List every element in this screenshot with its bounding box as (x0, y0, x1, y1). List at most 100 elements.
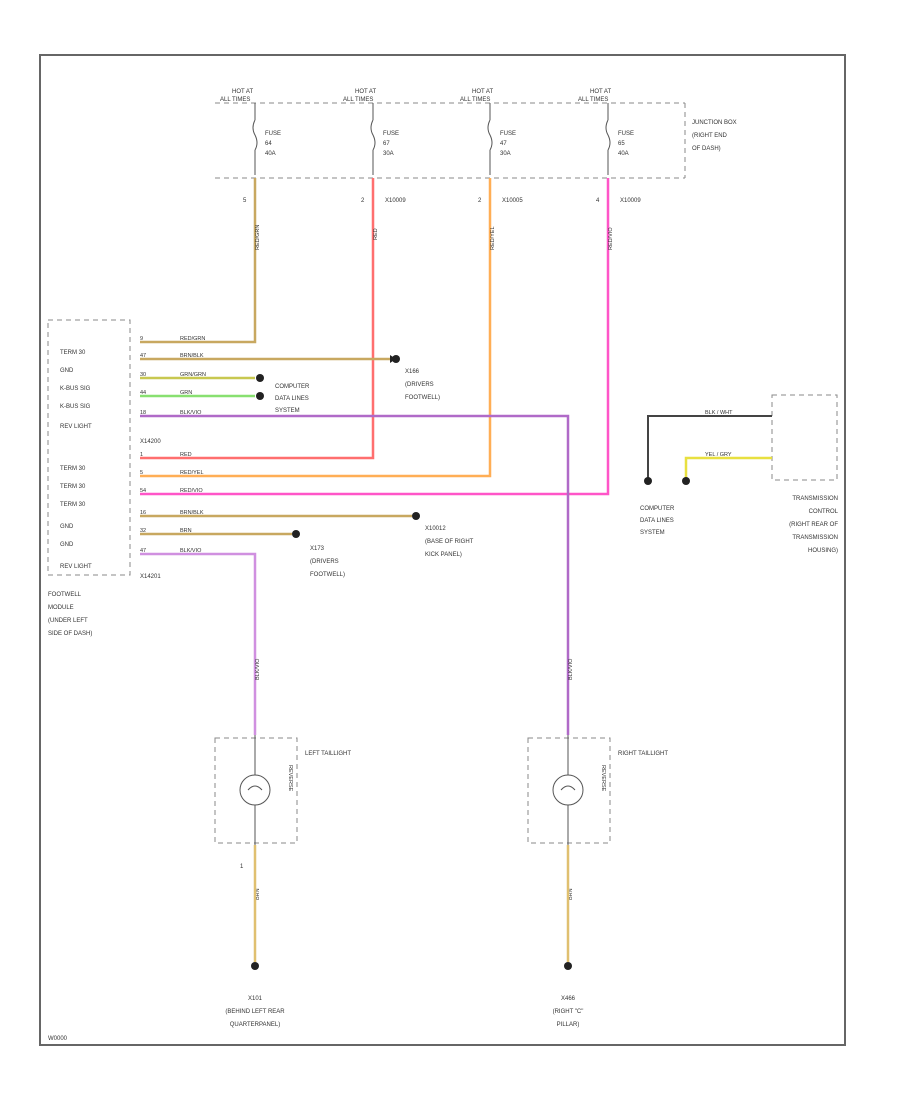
wire-blk-vio-rev-right (140, 414, 570, 735)
fuse-1-name: FUSE (265, 131, 281, 137)
svg-text:OF DASH): OF DASH) (692, 146, 721, 152)
ground-dot-x10012 (412, 512, 420, 520)
svg-text:RIGHT TAILLIGHT: RIGHT TAILLIGHT (618, 751, 668, 757)
wire-blk-vio-rev-left (140, 552, 257, 735)
cdl-dot-1 (256, 374, 264, 382)
svg-text:GND: GND (60, 524, 74, 530)
svg-text:TERM 30: TERM 30 (60, 484, 86, 490)
svg-text:BLK/VIO: BLK/VIO (180, 410, 202, 416)
svg-text:32: 32 (140, 528, 146, 534)
ground-right-dot (564, 962, 572, 970)
fuse-1: HOT AT ALL TIMES FUSE 64 40A 5 (220, 89, 281, 204)
fuse-1-num: 64 (265, 141, 272, 147)
svg-text:RED/VIO: RED/VIO (608, 227, 614, 250)
fuse-3-conn: X10005 (502, 198, 523, 204)
fuse-4-pin: 4 (596, 198, 600, 204)
ground-right-label: X466 (RIGHT "C" PILLAR) (553, 996, 584, 1028)
diagram-frame (39, 54, 846, 1046)
svg-text:(DRIVERS: (DRIVERS (310, 559, 339, 565)
computer-data-lines-label: COMPUTER DATA LINES SYSTEM (275, 384, 310, 414)
svg-text:RED/YEL: RED/YEL (180, 470, 204, 476)
fuse-4-conn: X10009 (620, 198, 641, 204)
svg-text:TRANSMISSION: TRANSMISSION (792, 535, 838, 541)
svg-text:REV LIGHT: REV LIGHT (60, 424, 92, 430)
wire-red-grn-feed (140, 178, 257, 344)
svg-text:X101: X101 (248, 996, 263, 1002)
svg-text:RED/VIO: RED/VIO (180, 488, 203, 494)
fuse-2-conn: X10009 (385, 198, 406, 204)
fuse-3-num: 47 (500, 141, 507, 147)
svg-text:SYSTEM: SYSTEM (640, 530, 665, 536)
fuse-4-amps: 40A (618, 151, 629, 157)
svg-text:TRANSMISSION: TRANSMISSION (792, 496, 838, 502)
svg-text:X166: X166 (405, 369, 420, 375)
lower-wire-labels: BLK/VIO BLK/VIO BRN BRN (255, 658, 574, 900)
svg-text:BRN: BRN (180, 528, 192, 534)
svg-text:RED: RED (180, 452, 192, 458)
right-bulb-icon (552, 774, 584, 806)
svg-text:GRN/GRN: GRN/GRN (180, 372, 206, 378)
svg-text:BRN/BLK: BRN/BLK (180, 353, 204, 359)
svg-text:GRN: GRN (180, 390, 192, 396)
wire-red-yel-feed (140, 178, 492, 478)
svg-text:KICK PANEL): KICK PANEL) (425, 552, 462, 558)
fuse-3-hot: HOT AT (472, 89, 493, 95)
svg-text:JUNCTION BOX: JUNCTION BOX (692, 120, 737, 126)
ground-left-dot (251, 962, 259, 970)
svg-text:BLK/VIO: BLK/VIO (180, 548, 202, 554)
ground-x166-label: X166 (DRIVERS FOOTWELL) (405, 369, 440, 401)
ground-dot-x173 (292, 530, 300, 538)
svg-text:FOOTWELL): FOOTWELL) (405, 395, 440, 401)
svg-text:30: 30 (140, 372, 146, 378)
svg-text:18: 18 (140, 410, 146, 416)
svg-text:X10012: X10012 (425, 526, 446, 532)
svg-text:BLK/VIO: BLK/VIO (568, 658, 574, 680)
fuse-4-name: FUSE (618, 131, 634, 137)
fuse-1-pin: 5 (243, 198, 247, 204)
svg-text:TERM 30: TERM 30 (60, 502, 86, 508)
svg-text:BLK/VIO: BLK/VIO (255, 658, 261, 680)
svg-text:K-BUS SIG: K-BUS SIG (60, 386, 91, 392)
svg-text:DATA LINES: DATA LINES (640, 518, 674, 524)
fuse-3-pin: 2 (478, 198, 482, 204)
fuse-4-num: 65 (618, 141, 625, 147)
svg-text:44: 44 (140, 390, 146, 396)
svg-text:RED/YEL: RED/YEL (490, 226, 496, 250)
svg-text:(RIGHT "C": (RIGHT "C" (553, 1009, 584, 1015)
fuse-1-amps: 40A (265, 151, 276, 157)
fuse-4-hot2: ALL TIMES (578, 97, 608, 103)
svg-text:X14201: X14201 (140, 574, 161, 580)
left-taillight: LEFT TAILLIGHT REVERSE 1 (214, 735, 351, 870)
svg-text:1: 1 (140, 452, 143, 458)
svg-text:LEFT TAILLIGHT: LEFT TAILLIGHT (305, 751, 351, 757)
svg-text:MODULE: MODULE (48, 605, 74, 611)
fuse-2-hot2: ALL TIMES (343, 97, 373, 103)
fuse-1-hot: HOT AT (232, 89, 253, 95)
fuse-4: HOT AT ALL TIMES FUSE 65 40A 4 X10009 (578, 89, 641, 204)
fuse-1-hot2: ALL TIMES (220, 97, 250, 103)
svg-text:(BEHIND LEFT REAR: (BEHIND LEFT REAR (225, 1009, 285, 1015)
transmission-control: BLK / WHT YEL / GRY COMPUTER DATA LINES … (640, 394, 839, 554)
wire-red-feed (140, 178, 375, 460)
fuse-2-num: 67 (383, 141, 390, 147)
svg-text:RED/GRN: RED/GRN (255, 225, 261, 250)
svg-text:YEL / GRY: YEL / GRY (705, 452, 732, 458)
wire-red-vio-feed (140, 178, 610, 496)
fuse-3-hot2: ALL TIMES (460, 97, 490, 103)
svg-text:BRN: BRN (568, 888, 574, 900)
svg-text:RED: RED (373, 228, 379, 240)
svg-text:FOOTWELL): FOOTWELL) (310, 572, 345, 578)
svg-text:(UNDER LEFT: (UNDER LEFT (48, 618, 88, 624)
fuse-3: HOT AT ALL TIMES FUSE 47 30A 2 X10005 (460, 89, 523, 204)
svg-text:QUARTERPANEL): QUARTERPANEL) (230, 1022, 280, 1028)
svg-text:16: 16 (140, 510, 146, 516)
svg-text:CONTROL: CONTROL (809, 509, 839, 515)
left-bulb-icon (239, 774, 271, 806)
fuse-2-hot: HOT AT (355, 89, 376, 95)
svg-text:BRN: BRN (255, 888, 261, 900)
svg-text:RED/GRN: RED/GRN (180, 336, 205, 342)
fuse-3-amps: 30A (500, 151, 511, 157)
fuse-2-pin: 2 (361, 198, 365, 204)
svg-text:9: 9 (140, 336, 143, 342)
